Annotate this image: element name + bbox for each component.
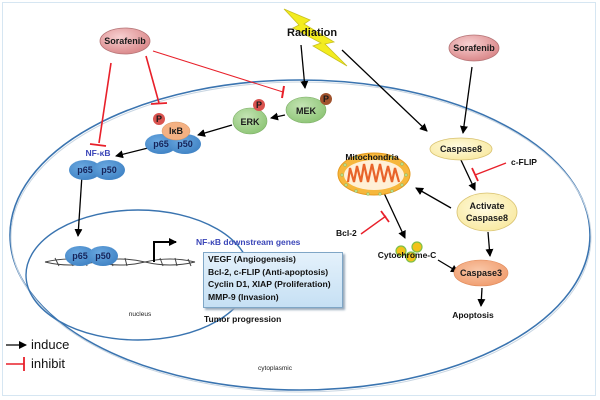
- ikb-complex-p65-label: p65: [153, 139, 169, 149]
- arrow-radiation-to-mek: [300, 44, 309, 89]
- inhibit-bar-bcl2: [380, 210, 390, 223]
- gene-item: VEGF (Angiogenesis): [208, 254, 296, 264]
- arrow-caspase8-to-activate: [459, 157, 476, 191]
- mek-node: MEK P: [285, 93, 332, 124]
- ikb-complex-p50-label: p50: [177, 139, 193, 149]
- nucleus-p50-label: p50: [95, 251, 111, 261]
- arrow-activate-to-mitochondria: [415, 187, 452, 209]
- radiation-lightning-icon: [283, 8, 348, 67]
- nfkb-p65-label: p65: [77, 165, 93, 175]
- ikb-label: IκB: [169, 126, 184, 136]
- caspase3-label: Caspase3: [460, 268, 502, 278]
- cell-membrane: [9, 79, 591, 391]
- mek-label: MEK: [296, 106, 317, 116]
- nfkb-p50-label: p50: [101, 165, 117, 175]
- mitochondria-icon: [337, 152, 411, 196]
- arrow-mek-to-erk: [270, 112, 286, 121]
- caspase8-node: Caspase8: [429, 137, 493, 161]
- inhibit-bcl2-to-mito: [360, 215, 387, 235]
- arrow-nfkb-to-nucleus: [74, 174, 83, 237]
- legend-inhibit-label: inhibit: [31, 356, 65, 371]
- sorafenib-right-label: Sorafenib: [453, 43, 495, 53]
- ikb-complex: p65 p50 IκB P: [145, 113, 201, 154]
- erk-phospho-label: P: [256, 100, 262, 110]
- arrow-caspase3-to-apoptosis: [477, 287, 486, 307]
- legend-induce-label: induce: [31, 337, 70, 352]
- arrow-sorafenib-to-caspase8: [459, 66, 473, 134]
- erk-node: ERK P: [232, 99, 268, 135]
- radiation-label: Radiation: [287, 27, 337, 39]
- erk-label: ERK: [240, 117, 260, 127]
- gene-item: Cyclin D1, XIAP (Proliferation): [208, 279, 331, 289]
- downstream-genes-title: NF-κB downstream genes: [196, 237, 301, 247]
- downstream-genes-box: VEGF (Angiogenesis) Bcl-2, c-FLIP (Anti-…: [203, 252, 343, 308]
- inhibit-bar-mek: [281, 85, 285, 99]
- arrow-activate-to-caspase3: [485, 231, 494, 257]
- nfkb-nucleus-complex: p65 p50: [65, 246, 118, 266]
- inhibit-sorafenib-to-nfkb: [98, 62, 112, 144]
- inhibit-sorafenib-to-mek: [152, 50, 284, 93]
- nfkb-label: NF-κB: [85, 148, 110, 158]
- cytochrome-c-icon: [395, 241, 423, 263]
- legend: [6, 341, 27, 371]
- apoptosis-label: Apoptosis: [452, 310, 494, 320]
- cytochrome-c-label: Cytochrome-C: [378, 250, 437, 260]
- inhibit-sorafenib-to-ikb: [145, 55, 160, 104]
- sorafenib-left-node: Sorafenib: [99, 27, 151, 55]
- inhibit-cflip-to-activate: [474, 162, 507, 176]
- inhibit-bar-nfkb: [89, 143, 107, 147]
- inhibit-bar-ikb: [150, 102, 168, 105]
- inhibit-bar-cflip: [471, 167, 479, 182]
- caspase3-node: Caspase3: [453, 259, 509, 287]
- bcl2-label: Bcl-2: [336, 228, 357, 238]
- activate-caspase8-label-line2: Caspase8: [466, 213, 508, 223]
- arrow-mitochondria-to-cytochrome: [383, 192, 406, 239]
- gene-item: MMP-9 (Invasion): [208, 291, 279, 302]
- nucleus-label: nucleus: [129, 311, 152, 318]
- nfkb-cytoplasm-complex: NF-κB p65 p50: [69, 148, 125, 180]
- ikb-phospho-label: P: [156, 114, 162, 124]
- arrow-erk-to-ikb: [197, 124, 233, 137]
- sorafenib-right-node: Sorafenib: [448, 34, 500, 62]
- cytoplasmic-label: cytoplasmic: [258, 365, 293, 372]
- tumor-progression-label: Tumor progression: [204, 314, 281, 324]
- caspase8-label: Caspase8: [440, 144, 482, 154]
- mek-phospho-label: P: [323, 94, 329, 104]
- nucleus-p65-label: p65: [72, 251, 88, 261]
- arrow-radiation-to-caspase8: [341, 49, 428, 132]
- sorafenib-left-label: Sorafenib: [104, 36, 146, 46]
- activate-caspase8-label-line1: Activate: [469, 201, 504, 211]
- gene-item: Bcl-2, c-FLIP (Anti-apoptosis): [208, 266, 329, 277]
- activate-caspase8-node: Activate Caspase8: [456, 192, 518, 232]
- arrow-ikb-to-nfkb: [115, 147, 149, 159]
- transcription-arrow: [153, 238, 177, 262]
- cflip-label: c-FLIP: [511, 157, 537, 167]
- mitochondria-label: Mitochondria: [345, 152, 399, 162]
